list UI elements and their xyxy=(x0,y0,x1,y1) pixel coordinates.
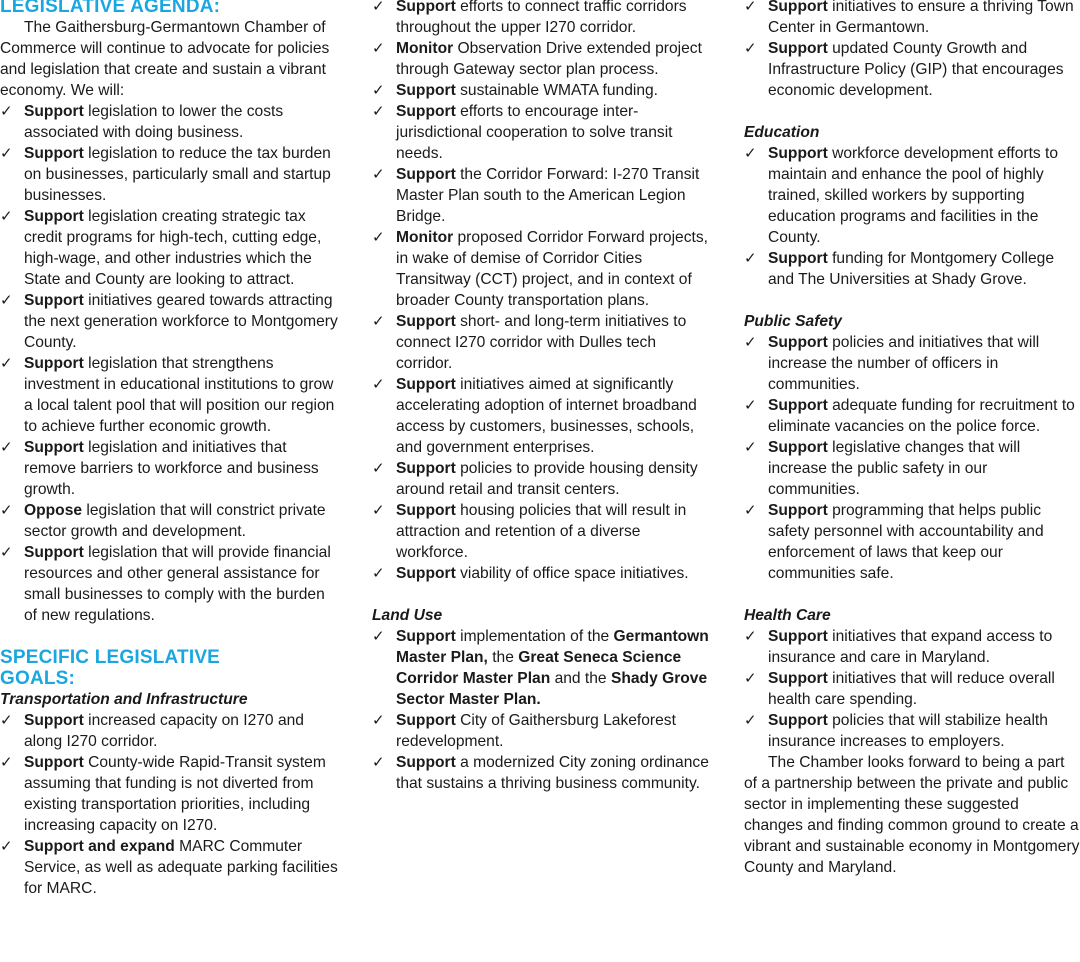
checkmark-icon: ✓ xyxy=(744,145,757,162)
transportation-list-continued: ✓Support efforts to connect traffic corr… xyxy=(372,0,712,584)
checkmark-icon: ✓ xyxy=(744,40,757,57)
list-item: ✓Support adequate funding for recruitmen… xyxy=(744,397,1075,435)
checkmark-icon: ✓ xyxy=(372,712,385,729)
list-item: ✓Support increased capacity on I270 and … xyxy=(0,712,304,750)
spacer xyxy=(744,584,1080,605)
spacer xyxy=(744,101,1080,122)
checkmark-icon: ✓ xyxy=(744,250,757,267)
list-item: ✓Support initiatives to ensure a thrivin… xyxy=(744,0,1080,38)
legislative-agenda-heading: LEGISLATIVE AGENDA: xyxy=(0,0,221,17)
land-use-subheading: Land Use xyxy=(372,607,443,624)
checkmark-icon: ✓ xyxy=(372,502,385,519)
list-item: ✓Support sustainable WMATA funding. xyxy=(372,82,659,99)
public-safety-list: ✓Support policies and initiatives that w… xyxy=(744,332,1080,584)
checkmark-icon: ✓ xyxy=(0,754,13,771)
list-item: ✓Support implementation of the Germantow… xyxy=(372,628,709,708)
list-item: ✓Support legislation that strengthens in… xyxy=(0,355,335,435)
list-item: ✓Support legislation that will provide f… xyxy=(0,544,331,624)
spacer xyxy=(0,626,340,647)
list-item: ✓Oppose legislation that will constrict … xyxy=(0,502,326,540)
checkmark-icon: ✓ xyxy=(744,0,757,15)
column-2: ✓Support efforts to connect traffic corr… xyxy=(372,0,712,794)
checkmark-icon: ✓ xyxy=(0,439,13,456)
column-3: ✓Support initiatives to ensure a thrivin… xyxy=(744,0,1080,878)
checkmark-icon: ✓ xyxy=(372,166,385,183)
land-use-list: ✓Support implementation of the Germantow… xyxy=(372,626,712,794)
education-list: ✓Support workforce development efforts t… xyxy=(744,143,1080,290)
list-item: ✓Support efforts to connect traffic corr… xyxy=(372,0,712,38)
list-item: ✓Support workforce development efforts t… xyxy=(744,145,1059,246)
checkmark-icon: ✓ xyxy=(744,502,757,519)
education-subheading: Education xyxy=(744,124,820,141)
list-item: ✓Support programming that helps public s… xyxy=(744,502,1044,582)
checkmark-icon: ✓ xyxy=(744,628,757,645)
health-care-subheading: Health Care xyxy=(744,607,831,624)
agenda-list: ✓Support legislation to lower the costs … xyxy=(0,101,340,626)
checkmark-icon: ✓ xyxy=(372,0,385,15)
checkmark-icon: ✓ xyxy=(372,40,385,57)
checkmark-icon: ✓ xyxy=(744,397,757,414)
list-item: ✓Support initiatives aimed at significan… xyxy=(372,376,697,456)
list-item: ✓Support policies to provide housing den… xyxy=(372,460,698,498)
checkmark-icon: ✓ xyxy=(372,376,385,393)
list-item: ✓Support legislation creating strategic … xyxy=(0,208,322,288)
list-item: ✓Support housing policies that will resu… xyxy=(372,502,687,561)
checkmark-icon: ✓ xyxy=(0,544,13,561)
checkmark-icon: ✓ xyxy=(0,145,13,162)
column-1: LEGISLATIVE AGENDA: The Gaithersburg-Ger… xyxy=(0,0,340,899)
checkmark-icon: ✓ xyxy=(372,103,385,120)
checkmark-icon: ✓ xyxy=(0,355,13,372)
list-item: ✓Support legislation to lower the costs … xyxy=(0,103,284,141)
closing-paragraph: The Chamber looks forward to being a par… xyxy=(744,754,1080,876)
transportation-subheading: Transportation and Infrastructure xyxy=(0,691,248,708)
checkmark-icon: ✓ xyxy=(744,670,757,687)
spacer xyxy=(744,290,1080,311)
checkmark-icon: ✓ xyxy=(0,838,13,855)
checkmark-icon: ✓ xyxy=(0,712,13,729)
list-item: ✓Support City of Gaithersburg Lakeforest… xyxy=(372,712,676,750)
checkmark-icon: ✓ xyxy=(744,712,757,729)
list-item: ✓Support initiatives geared towards attr… xyxy=(0,292,338,351)
agenda-intro: The Gaithersburg-Germantown Chamber of C… xyxy=(0,19,330,99)
checkmark-icon: ✓ xyxy=(372,628,385,645)
checkmark-icon: ✓ xyxy=(0,208,13,225)
checkmark-icon: ✓ xyxy=(0,502,13,519)
public-safety-subheading: Public Safety xyxy=(744,313,842,330)
checkmark-icon: ✓ xyxy=(744,439,757,456)
checkmark-icon: ✓ xyxy=(0,103,13,120)
list-item: ✓Support legislation to reduce the tax b… xyxy=(0,145,331,204)
list-item: ✓Support and expand MARC Commuter Servic… xyxy=(0,838,338,897)
list-item: ✓Monitor Observation Drive extended proj… xyxy=(372,40,702,78)
checkmark-icon: ✓ xyxy=(372,82,385,99)
list-item: ✓Support a modernized City zoning ordina… xyxy=(372,754,709,792)
list-item: ✓Support initiatives that expand access … xyxy=(744,628,1053,666)
checkmark-icon: ✓ xyxy=(372,229,385,246)
list-item: ✓Support initiatives that will reduce ov… xyxy=(744,670,1055,708)
list-item: ✓Support viability of office space initi… xyxy=(372,565,689,582)
land-use-list-continued: ✓Support initiatives to ensure a thrivin… xyxy=(744,0,1080,101)
list-item: ✓Support efforts to encourage inter-juri… xyxy=(372,103,673,162)
list-item: ✓Support updated County Growth and Infra… xyxy=(744,40,1064,99)
list-item: ✓ Support legislative changes that will … xyxy=(744,439,1021,498)
list-item: ✓Support legislation and initiatives tha… xyxy=(0,439,319,498)
checkmark-icon: ✓ xyxy=(0,292,13,309)
list-item: ✓Support the Corridor Forward: I-270 Tra… xyxy=(372,166,700,225)
list-item: ✓ Support funding for Montgomery College… xyxy=(744,250,1054,288)
transportation-list: ✓Support increased capacity on I270 and … xyxy=(0,710,340,899)
checkmark-icon: ✓ xyxy=(372,460,385,477)
spacer xyxy=(372,584,712,605)
list-item: ✓Monitor proposed Corridor Forward proje… xyxy=(372,229,708,309)
checkmark-icon: ✓ xyxy=(744,334,757,351)
checkmark-icon: ✓ xyxy=(372,754,385,771)
list-item: ✓Support policies and initiatives that w… xyxy=(744,334,1040,393)
checkmark-icon: ✓ xyxy=(372,565,385,582)
list-item: ✓Support County-wide Rapid-Transit syste… xyxy=(0,754,326,834)
health-care-list: ✓Support initiatives that expand access … xyxy=(744,626,1080,752)
list-item: ✓Support policies that will stabilize he… xyxy=(744,712,1048,750)
checkmark-icon: ✓ xyxy=(372,313,385,330)
list-item: ✓Support short- and long-term initiative… xyxy=(372,313,687,372)
